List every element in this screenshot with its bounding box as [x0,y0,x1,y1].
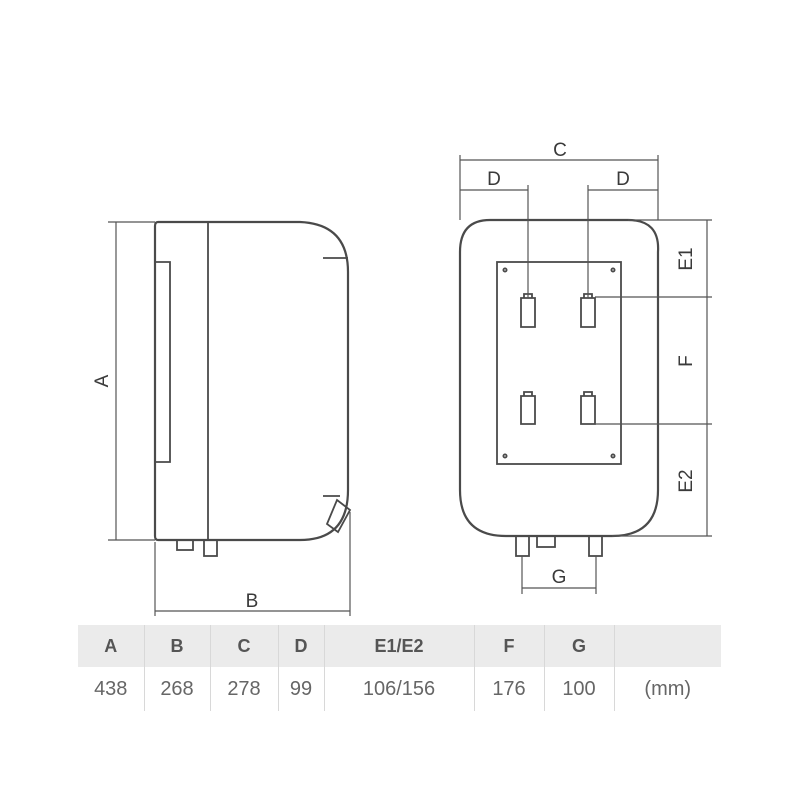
front-pipe-left [515,535,530,557]
table-header-f: F [473,625,544,667]
dim-c-label: C [553,140,567,161]
dim-g-label: G [552,567,567,588]
dim-d-left-label: D [487,169,501,190]
table-value-g: 100 [543,667,614,711]
dimension-table: A B C D E1/E2 F G 438 268 278 99 106/156… [78,625,721,711]
plate-screw [610,267,616,273]
table-header-g: G [543,625,614,667]
dim-b-label: B [246,591,259,612]
front-view-body [458,218,660,538]
dimension-table-value-row: 438 268 278 99 106/156 176 100 (mm) [78,667,721,711]
technical-drawing: A B C D D [92,140,712,616]
dim-e2-label: E2 [676,469,697,492]
table-value-d: 99 [277,667,324,711]
table-header-d: D [277,625,324,667]
side-view-pipe-nut [176,539,194,551]
dim-e1-label: E1 [676,247,697,270]
side-view-pipe [203,539,218,557]
table-value-b: 268 [143,667,210,711]
side-view-body [153,220,350,542]
mount-bracket-bottom-left [520,391,536,425]
dim-a-label: A [92,374,113,387]
side-view-valve [325,498,352,534]
table-header-unit [613,625,721,667]
table-header-e1-e2: E1/E2 [323,625,474,667]
dim-d-right-label: D [616,169,630,190]
table-value-a: 438 [94,677,128,700]
table-value-f: 176 [473,667,544,711]
side-view: A B [92,220,352,616]
table-value-c: 278 [209,667,278,711]
plate-screw [502,267,508,273]
front-view: C D D E1 F E2 G [458,140,712,594]
table-header-a: A [78,625,144,667]
table-header-c: C [209,625,278,667]
table-value-e1-e2: 106/156 [323,667,474,711]
table-value-unit: (mm) [613,667,721,711]
mounting-plate [496,261,622,465]
front-pipe-center [536,535,556,548]
front-pipe-right [588,535,603,557]
dim-f-label: F [676,355,697,367]
plate-screw [610,453,616,459]
plate-screw [502,453,508,459]
table-header-b: B [143,625,210,667]
dimension-table-header-row: A B C D E1/E2 F G [78,625,721,667]
side-view-handle [155,261,171,463]
